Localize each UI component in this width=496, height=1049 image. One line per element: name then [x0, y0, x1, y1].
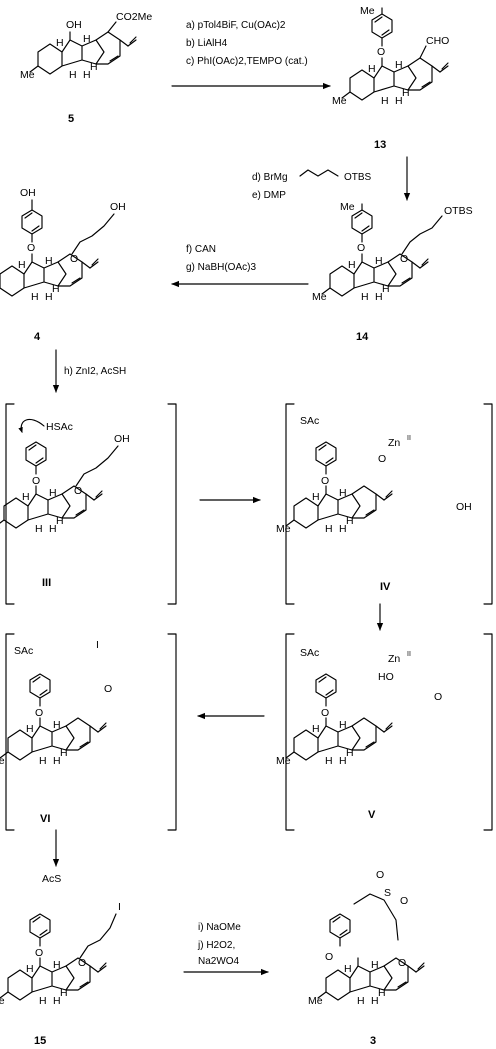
- svg-text:SAc: SAc: [14, 645, 33, 657]
- svg-text:O: O: [35, 707, 43, 719]
- c15-number: 15: [34, 1035, 46, 1047]
- svg-text:O: O: [74, 485, 82, 497]
- svg-text:f) CAN: f) CAN: [186, 244, 216, 255]
- svg-text:Zn: Zn: [388, 437, 400, 449]
- svg-text:O: O: [78, 957, 86, 969]
- c4-number: 4: [34, 331, 41, 343]
- svg-text:OH: OH: [20, 187, 36, 199]
- conditions-step4: h) ZnI2, AcSH: [64, 366, 126, 377]
- svg-text:OH: OH: [114, 433, 130, 445]
- svg-text:d) BrMg: d) BrMg: [252, 172, 288, 183]
- svg-text:O: O: [357, 242, 365, 254]
- V-number: V: [368, 809, 376, 821]
- conditions-step5: i) NaOMe j) H2O2, Na2WO4: [197, 922, 241, 967]
- compound-13: Me O CHO 13: [331, 5, 449, 151]
- svg-text:O: O: [376, 869, 384, 881]
- compound-3: S O O O O 3: [307, 869, 425, 1047]
- svg-text:AcS: AcS: [42, 873, 61, 885]
- svg-text:SAc: SAc: [300, 647, 319, 659]
- intermediate-III: HSAc O O OH III: [0, 403, 177, 605]
- conditions-step2: d) BrMg OTBS e) DMP: [252, 169, 372, 201]
- svg-text:c) PhI(OAc)2,TEMPO (cat.): c) PhI(OAc)2,TEMPO (cat.): [186, 56, 308, 67]
- conditions-step1: a) pTol4BiF, Cu(OAc)2 b) LiAlH4 c) PhI(O…: [186, 20, 308, 67]
- svg-text:O: O: [321, 707, 329, 719]
- III-number: III: [42, 577, 51, 589]
- c13-o: O: [377, 46, 385, 58]
- svg-text:g) NaBH(OAc)3: g) NaBH(OAc)3: [186, 262, 256, 273]
- c13-number: 13: [374, 139, 386, 151]
- intermediate-VI: SAc I O O VI: [0, 633, 177, 831]
- compound-15: AcS O O I 15: [0, 873, 121, 1047]
- conditions-step3: f) CAN g) NaBH(OAc)3: [186, 244, 256, 273]
- svg-text:e) DMP: e) DMP: [252, 190, 286, 201]
- svg-text:O: O: [35, 947, 43, 959]
- svg-text:O: O: [398, 957, 406, 969]
- svg-text:II: II: [407, 435, 411, 442]
- c5-ester-label: CO2Me: [116, 11, 152, 23]
- svg-text:O: O: [378, 453, 386, 465]
- svg-text:O: O: [27, 242, 35, 254]
- svg-text:O: O: [325, 951, 333, 963]
- svg-text:OTBS: OTBS: [444, 205, 473, 217]
- svg-text:O: O: [70, 253, 78, 265]
- svg-text:O: O: [434, 691, 442, 703]
- svg-text:O: O: [321, 475, 329, 487]
- c13-aryl-me: Me: [360, 5, 375, 17]
- intermediate-IV: SAc O O Zn II OH IV: [275, 403, 493, 605]
- intermediate-V: SAc O HO Zn II O V: [275, 633, 493, 831]
- VI-number: VI: [40, 813, 50, 825]
- c13-cho: CHO: [426, 35, 449, 47]
- svg-text:HO: HO: [378, 671, 394, 683]
- svg-text:i) NaOMe: i) NaOMe: [198, 922, 241, 933]
- svg-text:I: I: [118, 901, 121, 913]
- svg-text:Zn: Zn: [388, 653, 400, 665]
- compound-14: Me O O OTBS 14: [311, 201, 473, 343]
- svg-text:O: O: [400, 253, 408, 265]
- svg-text:OH: OH: [456, 501, 472, 513]
- svg-text:b) LiAlH4: b) LiAlH4: [186, 38, 228, 49]
- svg-text:Me: Me: [340, 201, 355, 213]
- svg-text:j) H2O2,: j) H2O2,: [197, 940, 235, 951]
- svg-text:OH: OH: [110, 201, 126, 213]
- c3-number: 3: [370, 1035, 376, 1047]
- svg-text:II: II: [407, 651, 411, 658]
- c5-oh-label: OH: [66, 19, 82, 31]
- svg-text:a) pTol4BiF, Cu(OAc)2: a) pTol4BiF, Cu(OAc)2: [186, 20, 286, 31]
- svg-text:O: O: [400, 895, 408, 907]
- svg-text:HSAc: HSAc: [46, 421, 73, 433]
- compound-4: OH O O OH 4: [0, 187, 126, 343]
- svg-text:OTBS: OTBS: [344, 172, 372, 183]
- svg-text:Na2WO4: Na2WO4: [198, 956, 240, 967]
- c5-number: 5: [68, 113, 74, 125]
- svg-text:O: O: [32, 475, 40, 487]
- IV-number: IV: [380, 581, 391, 593]
- compound-5: OH CO2Me 5: [19, 11, 152, 125]
- svg-text:SAc: SAc: [300, 415, 319, 427]
- svg-text:S: S: [384, 887, 391, 899]
- svg-text:O: O: [104, 683, 112, 695]
- c14-number: 14: [356, 331, 369, 343]
- svg-text:I: I: [96, 639, 99, 651]
